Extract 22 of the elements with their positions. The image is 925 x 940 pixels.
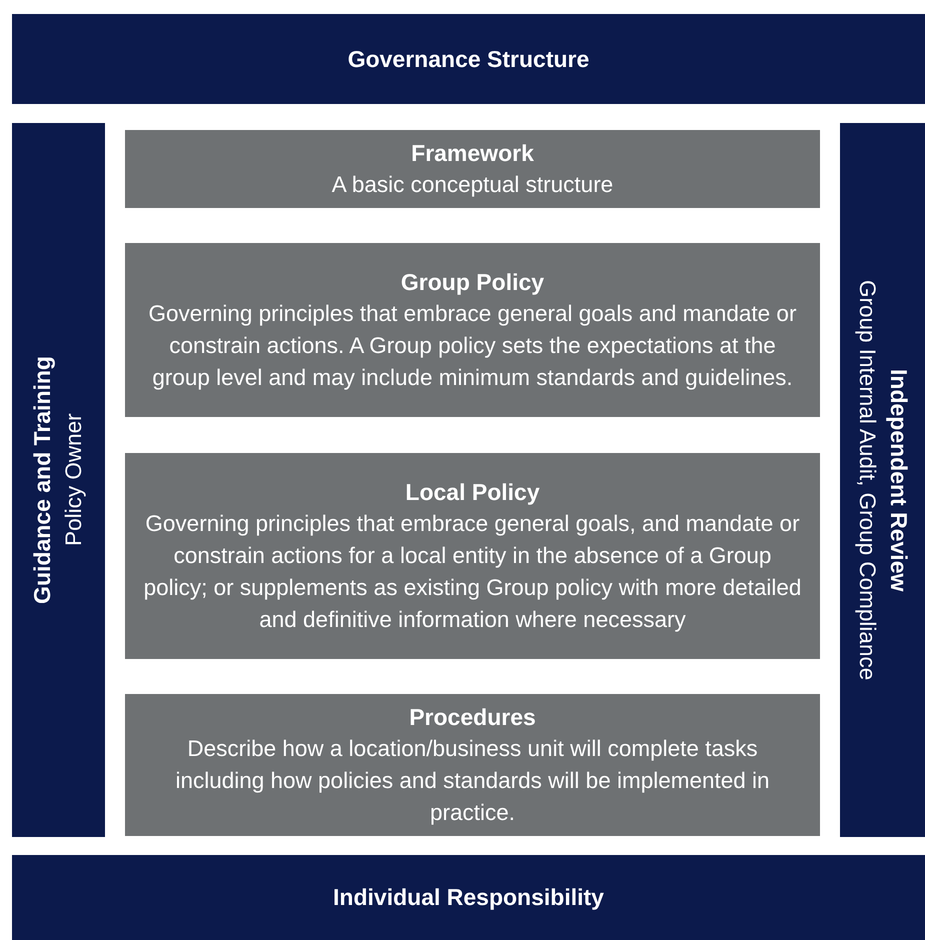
tier-box	[125, 243, 820, 417]
side-bar	[12, 123, 105, 837]
side-bar	[840, 123, 925, 837]
box-heading: Individual Responsibility	[333, 883, 604, 912]
box-heading: Local Policy	[405, 478, 540, 507]
box-heading: Guidance and Training	[28, 356, 56, 604]
tier-box	[125, 453, 820, 659]
box-description: Governing principles that embrace general goals and mandate or constrain actions. A Group policy sets the expectations at the group level and may include minimum standards and guidelines.	[148, 300, 798, 392]
tier-box	[125, 694, 820, 836]
box-description: Group Internal Audit, Group Compliance	[854, 280, 881, 680]
box-heading: Procedures	[409, 702, 536, 732]
footer-bar	[12, 855, 925, 940]
box-description: Describe how a location/business unit will complete tasks including how policies and standards will be implemented in practice.	[174, 734, 771, 827]
header-bar	[12, 14, 925, 104]
box-heading: Independent Review	[885, 368, 913, 592]
box-heading: Group Policy	[400, 268, 544, 297]
box-description: A basic conceptual structure	[332, 170, 614, 199]
box-description: Governing principles that embrace general goals, and mandate or constrain actions for a local entity in the absence of a Group policy; or supplements as existing Group policy with more detailed and definitive information where necessary	[142, 510, 802, 634]
box-heading: Governance Structure	[348, 44, 590, 74]
box-description: Policy Owner	[60, 414, 87, 546]
tier-box	[125, 130, 820, 208]
box-heading: Framework	[411, 138, 534, 168]
